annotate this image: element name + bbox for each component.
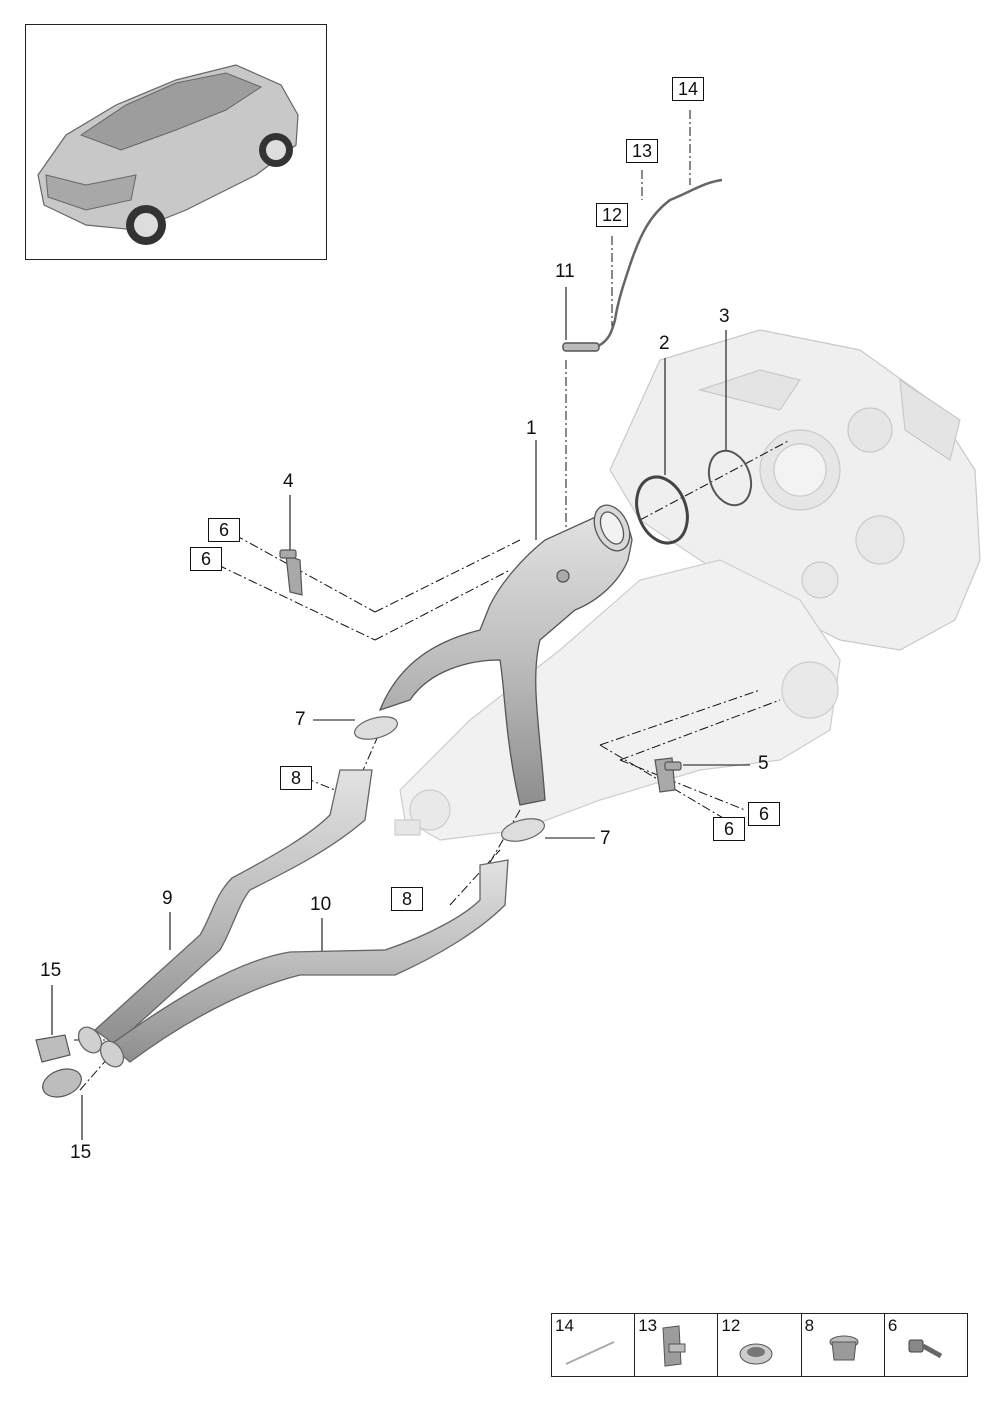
callout-12: 12 bbox=[596, 203, 629, 227]
nut-icon bbox=[829, 1335, 859, 1361]
legend-cell-8: 8 bbox=[802, 1314, 885, 1376]
legend-label: 14 bbox=[555, 1316, 574, 1335]
engine-block-ghost bbox=[609, 329, 981, 651]
callout-6-c: 6 bbox=[748, 802, 780, 826]
callout-3: 3 bbox=[719, 306, 730, 327]
legend-cell-14: 14 bbox=[552, 1314, 636, 1376]
legend-label: 13 bbox=[638, 1316, 658, 1335]
downpipe-catalytic-converter bbox=[378, 504, 633, 806]
legend-cell-13: 13 bbox=[635, 1314, 719, 1376]
legend-label: 6 bbox=[887, 1316, 898, 1335]
oxygen-sensor bbox=[562, 342, 600, 352]
legend-label: 12 bbox=[721, 1316, 741, 1335]
callout-15-b: 15 bbox=[70, 1142, 92, 1163]
callout-14: 14 bbox=[672, 77, 705, 101]
transmission-ghost bbox=[394, 559, 841, 841]
exhaust-pipe-9 bbox=[77, 769, 373, 1054]
callout-6-d: 6 bbox=[713, 817, 745, 841]
callout-7-b: 7 bbox=[600, 828, 611, 849]
small-parts-legend: 14 13 12 8 6 bbox=[551, 1313, 968, 1377]
callout-2: 2 bbox=[659, 333, 670, 354]
callout-6-a: 6 bbox=[208, 518, 240, 542]
callout-6-b: 6 bbox=[190, 547, 222, 571]
vehicle-thumbnail-icon bbox=[37, 64, 299, 245]
clip-icon bbox=[662, 1325, 686, 1367]
callout-4: 4 bbox=[283, 471, 294, 492]
tailpipe-clamp-15 bbox=[35, 1034, 82, 1098]
gasket-ring bbox=[707, 449, 753, 507]
bolt-icon bbox=[908, 1339, 943, 1359]
callout-8-a: 8 bbox=[280, 766, 312, 790]
ring-clip-icon bbox=[739, 1343, 773, 1365]
callout-13: 13 bbox=[626, 139, 659, 163]
sensor-cable bbox=[597, 178, 723, 348]
exhaust-pipe-10 bbox=[99, 859, 509, 1068]
callout-8-b: 8 bbox=[391, 887, 423, 911]
legend-cell-12: 12 bbox=[718, 1314, 802, 1376]
callout-5: 5 bbox=[758, 753, 769, 774]
callout-11: 11 bbox=[555, 261, 575, 282]
bracket-4 bbox=[279, 549, 303, 596]
callout-1: 1 bbox=[526, 418, 537, 439]
v-band-clamp bbox=[635, 475, 689, 545]
callout-10: 10 bbox=[310, 894, 332, 915]
callout-7-a: 7 bbox=[295, 709, 306, 730]
legend-label: 8 bbox=[804, 1316, 815, 1335]
callout-9: 9 bbox=[162, 888, 173, 909]
flange-gasket-7 bbox=[353, 716, 546, 842]
leader-lines bbox=[74, 110, 791, 1091]
callout-leaders bbox=[51, 287, 750, 1140]
legend-cell-6: 6 bbox=[885, 1314, 967, 1376]
callout-15-a: 15 bbox=[40, 960, 62, 981]
bracket-5 bbox=[654, 757, 682, 793]
vehicle-thumbnail bbox=[25, 24, 327, 260]
cable-tie-icon bbox=[565, 1341, 615, 1365]
